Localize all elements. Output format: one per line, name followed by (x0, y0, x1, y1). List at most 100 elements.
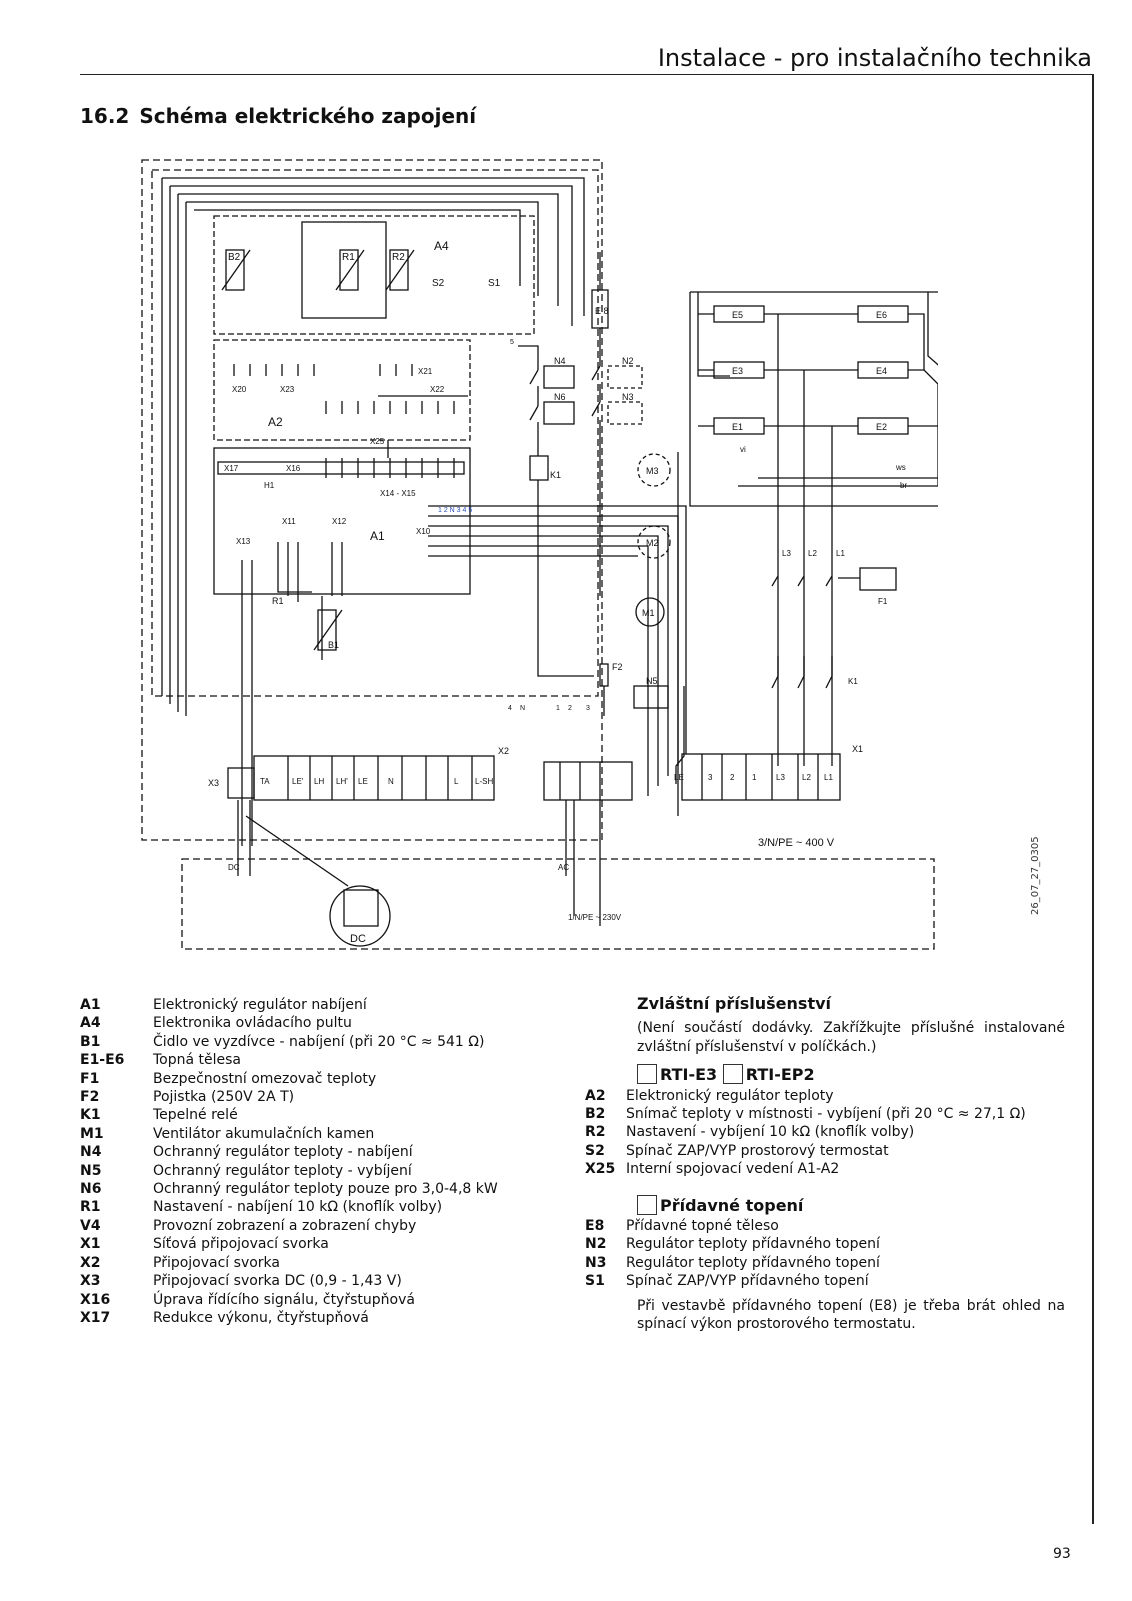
legend-value: Spínač ZAP/VYP prostorový termostat (626, 1142, 889, 1159)
label-x16: X16 (286, 464, 301, 473)
term-n: N (388, 777, 394, 786)
legend-key: N3 (585, 1254, 607, 1271)
label-x12: X12 (332, 517, 347, 526)
wire-1: 1 (556, 705, 560, 712)
label-b2: B2 (228, 252, 241, 263)
legend-key: X16 (80, 1291, 111, 1308)
legend-value: Přídavné topné těleso (626, 1218, 779, 1235)
page-number: 93 (1053, 1546, 1071, 1562)
legend-value: Nastavení - nabíjení 10 kΩ (knoflík volb… (153, 1199, 443, 1216)
accessories-panel: Zvláštní příslušenství (Není součástí do… (585, 994, 1065, 1334)
term-l2: L2 (802, 773, 811, 782)
label-400v: 3/N/PE ~ 400 V (758, 837, 835, 849)
wire-3: 3 (586, 705, 590, 712)
label-x20: X20 (232, 385, 247, 394)
wire-n: N (520, 705, 525, 712)
wiring-diagram: A4 A2 A1 B2 R1 R2 S1 S2 X20 X23 X21 X22 … (141, 159, 938, 950)
legend-key: E1-E6 (80, 1052, 125, 1069)
label-n2: N2 (622, 356, 634, 366)
label-x3: X3 (208, 778, 219, 788)
label-x2: X2 (498, 746, 509, 756)
label-m3: M3 (646, 466, 659, 476)
label-x1415: X14 - X15 (380, 489, 416, 498)
term-l3: L3 (776, 773, 785, 782)
checkbox-extra-heating[interactable] (637, 1194, 657, 1215)
label-br: br (900, 481, 907, 490)
label-x10: X10 (416, 527, 431, 536)
option-row-extra: Přídavné topení (637, 1194, 1065, 1215)
label-ac: AC (558, 863, 569, 872)
checkbox-rti-ep2[interactable] (722, 1064, 743, 1085)
label-m2: M2 (646, 538, 659, 548)
accessories-note: (Není součástí dodávky. Zakřížkujte přís… (637, 1020, 1065, 1055)
legend-value: Připojovací svorka (153, 1254, 280, 1271)
label-a2: A2 (268, 415, 283, 429)
legend-key: A4 (80, 1015, 101, 1032)
legend-item: A4 Elektronika ovládacího pultu (80, 1014, 498, 1032)
legend-value: Elektronika ovládacího pultu (153, 1015, 352, 1032)
legend-value: Snímač teploty v místnosti - vybíjení (p… (626, 1106, 1026, 1123)
legend-key: A2 (585, 1087, 606, 1104)
label-k1b: K1 (848, 677, 858, 686)
label-m1: M1 (642, 608, 655, 618)
option-row-rti: RTI-E3 RTI-EP2 (637, 1064, 1065, 1085)
legend-value: Čidlo ve vyzdívce - nabíjení (při 20 °C … (153, 1033, 485, 1050)
page-header: Instalace - pro instalačního technika (80, 44, 1092, 75)
label-x22: X22 (430, 385, 445, 394)
label-r2: R2 (392, 252, 405, 263)
label-x13: X13 (236, 537, 251, 546)
label-e2: E2 (876, 422, 887, 432)
term-3: 3 (708, 773, 713, 782)
legend-item: X25 Interní spojovací vedení A1-A2 (585, 1160, 1065, 1178)
label-x25: X25 (370, 437, 385, 446)
legend-value: Interní spojovací vedení A1-A2 (626, 1161, 840, 1178)
legend-key: X3 (80, 1273, 101, 1290)
label-h1: H1 (264, 481, 275, 490)
label-l1: L1 (836, 549, 845, 558)
wire-2: 2 (568, 705, 572, 712)
label-s2: S2 (432, 278, 445, 289)
legend-key: A1 (80, 997, 101, 1013)
term-lh: LH (314, 777, 324, 786)
label-e8: E 8 (595, 306, 609, 316)
legend-key: V4 (80, 1217, 101, 1234)
label-x21: X21 (418, 367, 433, 376)
label-dc: DC (228, 863, 240, 872)
legend-key: X2 (80, 1254, 101, 1271)
legend-key: X1 (80, 1236, 101, 1253)
legend-value: Připojovací svorka DC (0,9 - 1,43 V) (153, 1273, 402, 1290)
label-s1: S1 (488, 278, 501, 289)
legend-key: X25 (585, 1161, 616, 1178)
legend-value: Ochranný regulátor teploty - vybíjení (153, 1162, 412, 1179)
legend-item: S2 Spínač ZAP/VYP prostorový termostat (585, 1142, 1065, 1160)
label-x11: X11 (282, 517, 296, 526)
label-x17: X17 (224, 464, 239, 473)
checkbox-rti-e3[interactable] (637, 1064, 657, 1085)
label-f2: F2 (612, 662, 623, 672)
label-n5: N5 (646, 676, 658, 686)
section-title: Schéma elektrického zapojení (139, 104, 477, 128)
option-rti-e3: RTI-E3 (660, 1065, 718, 1085)
legend-key: S1 (585, 1273, 605, 1290)
diagram-code: 26_07_27_0305 (1030, 836, 1041, 915)
legend-value: Ochranný regulátor teploty - nabíjení (153, 1144, 413, 1161)
wire-5: 5 (510, 339, 514, 346)
label-n6: N6 (554, 392, 566, 402)
label-e4: E4 (876, 366, 887, 376)
label-e1: E1 (732, 422, 743, 432)
legend-value: Ochranný regulátor teploty pouze pro 3,0… (153, 1181, 498, 1198)
legend-key: B2 (585, 1106, 606, 1123)
legend-value: Regulátor teploty přídavného topení (626, 1254, 880, 1271)
legend-value: Elektronický regulátor nabíjení (153, 997, 367, 1013)
legend-key: S2 (585, 1142, 605, 1159)
